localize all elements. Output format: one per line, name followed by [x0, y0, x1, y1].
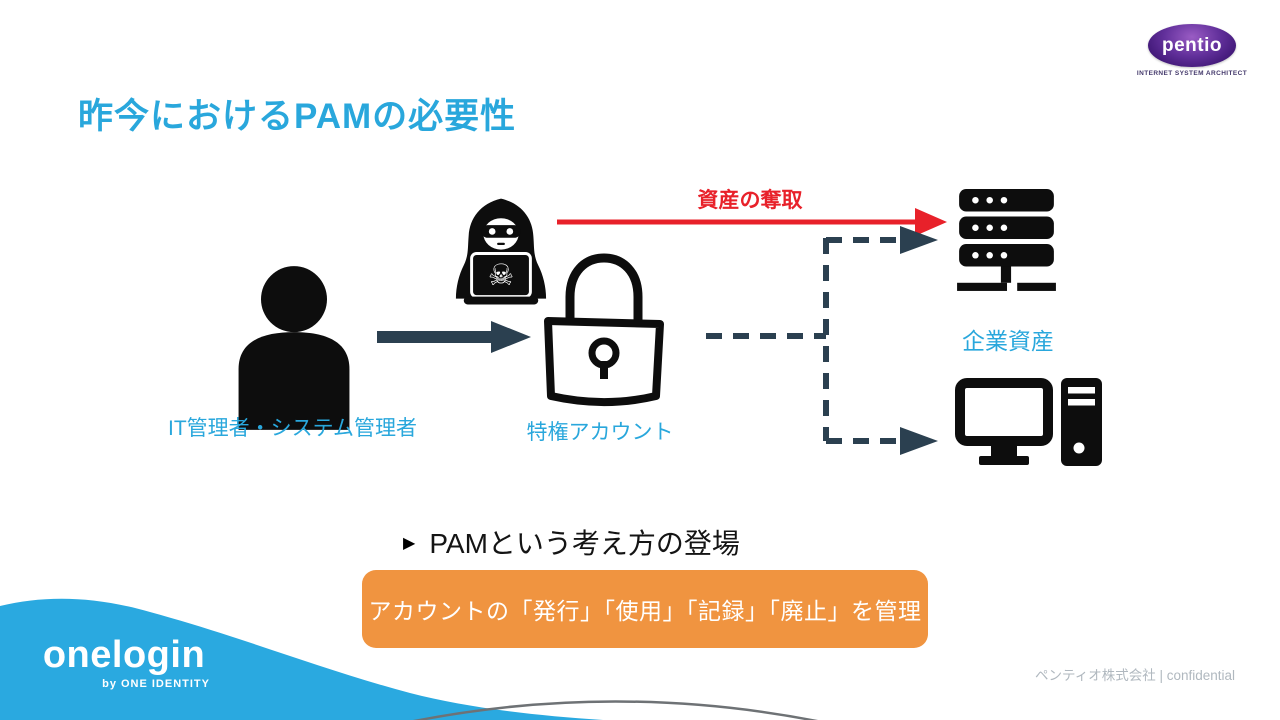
onelogin-logo: onelogin by ONE IDENTITY	[38, 634, 210, 690]
management-callout-text: アカウントの「発行」「使用」「記録」「廃止」を管理	[368, 598, 922, 624]
pentio-brand-text: pentio	[1162, 34, 1222, 56]
access-arrow	[377, 321, 531, 353]
pam-heading-row: ▶ PAMという考え方の登場	[403, 522, 740, 562]
privileged-account-label: 特権アカウント	[526, 421, 674, 444]
desktop-computer-icon	[955, 378, 1102, 466]
dashed-connector	[706, 237, 898, 444]
corporate-assets-label: 企業資産	[962, 328, 1054, 354]
attack-label: 資産の奪取	[697, 189, 803, 212]
page-title: 昨今におけるPAMの必要性	[78, 97, 517, 136]
admin-person-icon	[238, 266, 350, 430]
footer-wave	[0, 598, 660, 720]
one-identity-byline: by ONE IDENTITY	[102, 678, 210, 690]
triangle-bullet-icon: ▶	[403, 534, 416, 552]
management-callout-box: アカウントの「発行」「使用」「記録」「廃止」を管理	[362, 570, 928, 648]
confidential-footer: ペンティオ株式会社 | confidential	[1035, 668, 1235, 683]
pam-heading-text: PAMという考え方の登場	[429, 528, 740, 559]
pentio-logo-ellipse: pentio	[1148, 24, 1236, 67]
server-icon	[957, 189, 1056, 291]
admin-label: IT管理者・システム管理者	[167, 417, 418, 440]
dashed-arrowheads	[900, 226, 938, 455]
skull-crossbones-icon: ☠	[488, 259, 514, 292]
pentio-tagline: INTERNET SYSTEM ARCHITECT	[1136, 70, 1248, 77]
padlock-icon	[544, 253, 664, 407]
onelogin-wordmark: onelogin	[42, 634, 206, 676]
hacker-icon: ☠	[455, 198, 547, 305]
pentio-logo: pentio INTERNET SYSTEM ARCHITECT	[1136, 24, 1248, 77]
